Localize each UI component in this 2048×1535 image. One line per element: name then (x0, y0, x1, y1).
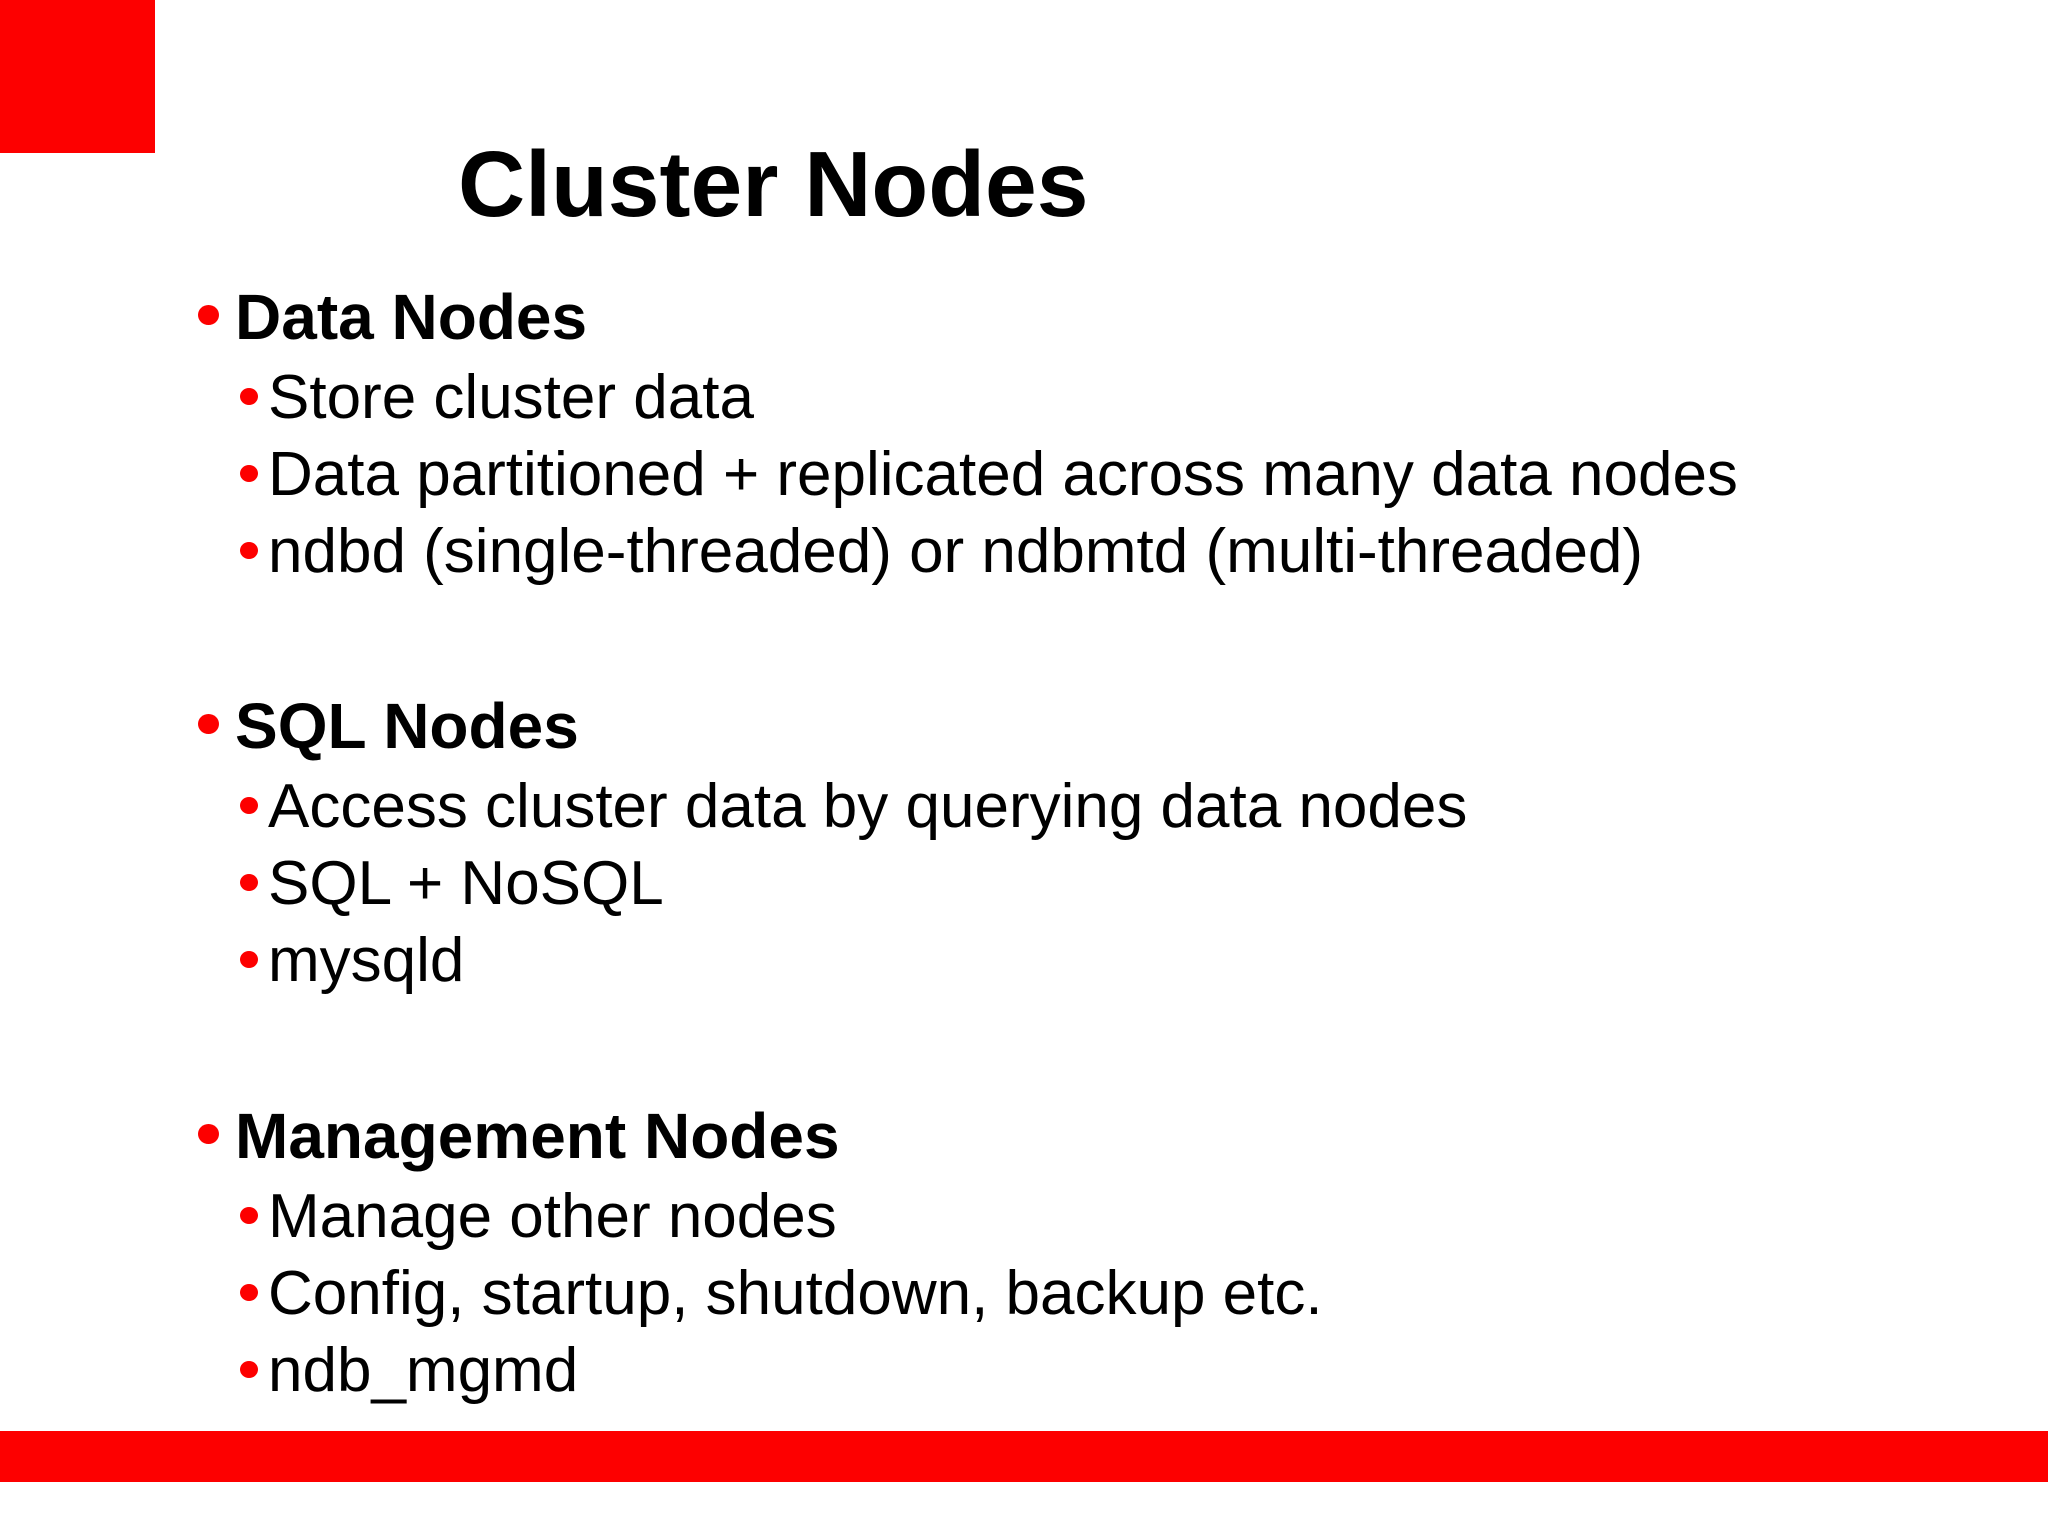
level1-bullet-icon (198, 714, 219, 734)
bullet-row: mysqld (0, 922, 2048, 999)
section-data-nodes: Data Nodes Store cluster data Data parti… (0, 275, 2048, 590)
level2-bullet-icon (240, 1206, 258, 1224)
bullet-item: ndbd (single-threaded) or ndbmtd (multi-… (268, 517, 1644, 586)
section-heading-row: Management Nodes (0, 1094, 2048, 1178)
section-heading: SQL Nodes (235, 690, 579, 762)
bullet-item: ndb_mgmd (268, 1336, 579, 1405)
level1-bullet-icon (198, 305, 219, 325)
bullet-row: ndbd (single-threaded) or ndbmtd (multi-… (0, 513, 2048, 590)
bullet-row: Config, startup, shutdown, backup etc. (0, 1255, 2048, 1332)
bullet-item: Config, startup, shutdown, backup etc. (268, 1259, 1323, 1328)
bullet-row: Store cluster data (0, 359, 2048, 436)
corner-accent-square (0, 0, 155, 153)
bullet-row: SQL + NoSQL (0, 845, 2048, 922)
bullet-item: SQL + NoSQL (268, 849, 664, 918)
section-management-nodes: Management Nodes Manage other nodes Conf… (0, 1094, 2048, 1409)
level2-bullet-icon (240, 1360, 258, 1378)
section-heading-row: Data Nodes (0, 275, 2048, 359)
section-heading: Data Nodes (235, 281, 588, 353)
bullet-row: Data partitioned + replicated across man… (0, 436, 2048, 513)
bullet-row: ndb_mgmd (0, 1332, 2048, 1409)
level2-bullet-icon (240, 464, 258, 482)
level2-bullet-icon (240, 873, 258, 891)
slide-title: Cluster Nodes (458, 132, 1089, 236)
bullet-item: Access cluster data by querying data nod… (268, 772, 1468, 841)
bullet-item: Manage other nodes (268, 1182, 837, 1251)
level2-bullet-icon (240, 950, 258, 968)
level2-bullet-icon (240, 1283, 258, 1301)
bullet-row: Manage other nodes (0, 1178, 2048, 1255)
bullet-item: mysqld (268, 926, 465, 995)
footer-accent-bar (0, 1431, 2048, 1482)
level1-bullet-icon (198, 1124, 219, 1144)
level2-bullet-icon (240, 796, 258, 814)
level2-bullet-icon (240, 541, 258, 559)
level2-bullet-icon (240, 387, 258, 405)
section-sql-nodes: SQL Nodes Access cluster data by queryin… (0, 684, 2048, 999)
bullet-row: Access cluster data by querying data nod… (0, 768, 2048, 845)
bullet-item: Store cluster data (268, 363, 754, 432)
section-heading: Management Nodes (235, 1100, 840, 1172)
bullet-item: Data partitioned + replicated across man… (268, 440, 1738, 509)
section-heading-row: SQL Nodes (0, 684, 2048, 768)
